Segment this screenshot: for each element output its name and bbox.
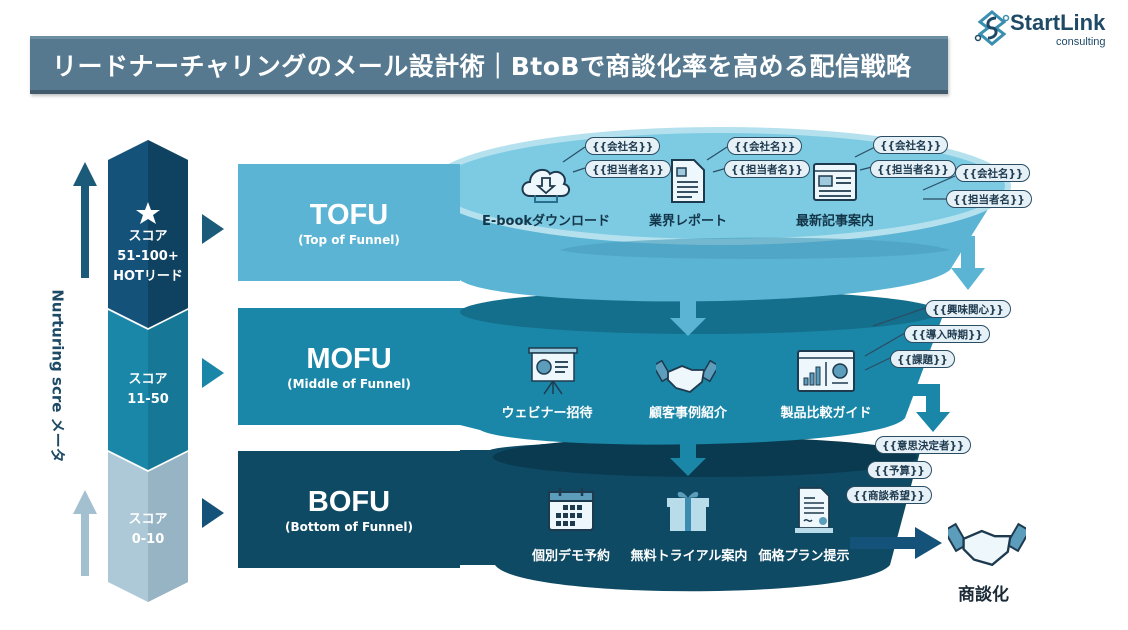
score-meter xyxy=(108,140,188,602)
stage-box-tofu: TOFU (Top of Funnel) xyxy=(238,164,460,281)
startlink-logo-icon xyxy=(974,10,1010,46)
bofu-item-label: 価格プラン提示 xyxy=(758,549,850,564)
score-mid-label: スコア 11-50 xyxy=(127,372,169,407)
mofu-item-label: 顧客事例紹介 xyxy=(648,406,728,421)
score-hot-label: スコア 51-100+ HOTリード xyxy=(113,229,183,284)
stage-name-bofu: BOFU xyxy=(307,485,391,518)
up-arrow-light-icon xyxy=(73,490,97,576)
score-low-label: スコア 0-10 xyxy=(128,512,168,547)
merge-tag: {{会社名}} xyxy=(727,137,803,155)
bofu-item-label: 無料トライアル案内 xyxy=(630,549,748,564)
mofu-item-label: ウェビナー招待 xyxy=(501,406,593,421)
merge-tag: {{担当者名}} xyxy=(946,190,1032,208)
tofu-item-label: 業界レポート xyxy=(648,214,728,229)
cloud-download-icon xyxy=(521,168,570,203)
stage-sub-mofu: (Middle of Funnel) xyxy=(287,376,411,391)
meter-arrows xyxy=(73,162,97,576)
logo-name: StartLink xyxy=(1010,10,1106,35)
bofu-item-label: 個別デモ予約 xyxy=(531,549,611,564)
merge-tag: {{興味関心}} xyxy=(925,300,1011,318)
merge-tag: {{会社名}} xyxy=(585,137,661,155)
arrow-mofu-bofu-icon xyxy=(670,440,706,476)
merge-tag: {{商談希望}} xyxy=(846,486,932,504)
arrow-side-tofu-icon xyxy=(940,236,985,290)
stage-sub-bofu: (Bottom of Funnel) xyxy=(285,519,413,534)
contract-icon xyxy=(795,487,833,533)
mofu-item-label: 製品比較ガイド xyxy=(780,406,872,421)
gift-icon xyxy=(667,491,709,531)
page-title: リードナーチャリングのメール設計術｜BtoBで商談化率を高める配信戦略 xyxy=(52,51,912,81)
merge-tag: {{担当者名}} xyxy=(870,160,956,178)
merge-tag: {{会社名}} xyxy=(873,136,949,154)
deal-handshake-icon xyxy=(948,522,1026,567)
merge-tag: {{担当者名}} xyxy=(724,160,810,178)
up-arrow-dark-icon xyxy=(73,162,97,278)
pointer-mofu-icon xyxy=(202,358,224,388)
stage-box-bofu: BOFU (Bottom of Funnel) xyxy=(238,451,460,568)
merge-tag: {{意思決定者}} xyxy=(875,436,972,454)
stage-name-tofu: TOFU xyxy=(309,198,389,231)
merge-tag: {{導入時期}} xyxy=(904,325,990,343)
merge-tag: {{担当者名}} xyxy=(585,160,671,178)
stage-name-mofu: MOFU xyxy=(306,342,392,375)
pointer-tofu-icon xyxy=(202,214,224,244)
logo-subtitle: consulting xyxy=(1056,36,1106,48)
arrow-tofu-mofu-icon xyxy=(670,298,706,336)
arrow-side-mofu-icon xyxy=(905,384,950,432)
document-icon xyxy=(671,159,705,203)
article-icon xyxy=(813,163,857,201)
merge-tag: {{予算}} xyxy=(867,461,932,479)
calendar-icon xyxy=(548,488,594,531)
star-icon xyxy=(136,202,160,224)
tofu-item-label: E-bookダウンロード xyxy=(481,214,611,229)
merge-tag: {{会社名}} xyxy=(955,164,1031,182)
title-banner: リードナーチャリングのメール設計術｜BtoBで商談化率を高める配信戦略 xyxy=(30,36,948,94)
stage-pointers xyxy=(202,214,224,528)
presentation-icon xyxy=(528,347,578,395)
merge-tag: {{課題}} xyxy=(890,350,955,368)
stage-box-mofu: MOFU (Middle of Funnel) xyxy=(238,308,460,425)
pointer-bofu-icon xyxy=(202,498,224,528)
handshake-icon xyxy=(656,359,716,393)
deal-outcome-label: 商談化 xyxy=(958,585,1009,605)
stage-sub-tofu: (Top of Funnel) xyxy=(298,232,400,247)
tofu-item-label: 最新記事案内 xyxy=(795,214,875,229)
arrow-to-deal-icon xyxy=(850,527,942,559)
comparison-chart-icon xyxy=(797,350,855,392)
